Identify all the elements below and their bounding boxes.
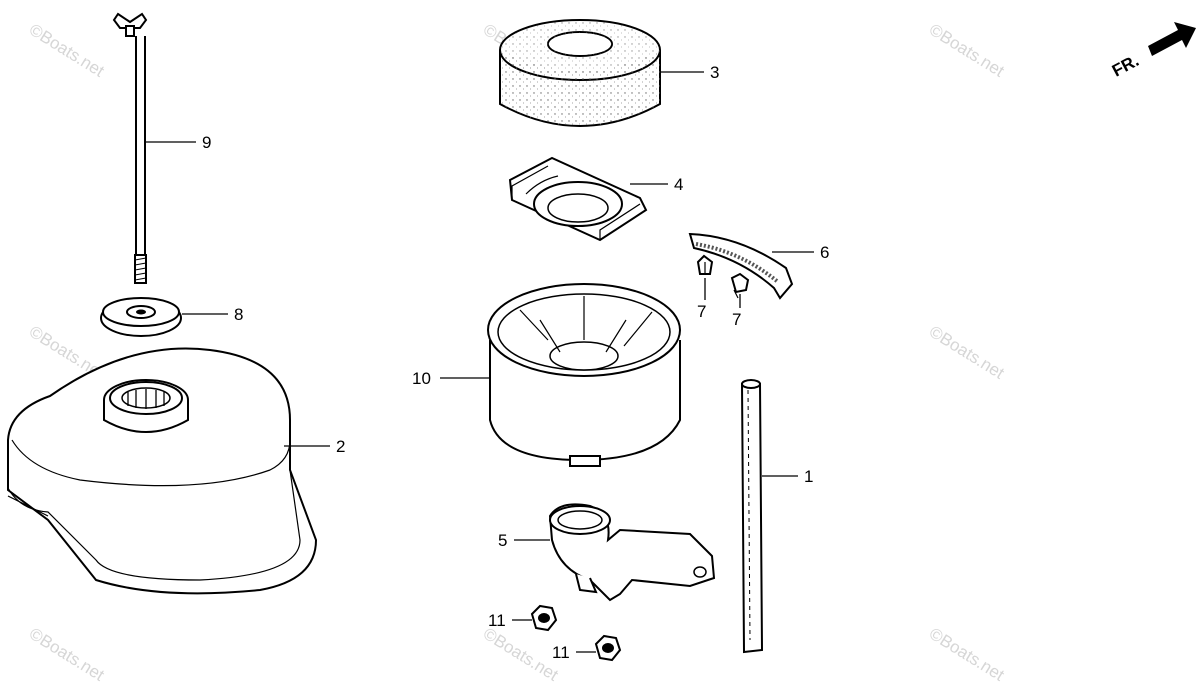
callout-8: 8 — [234, 305, 243, 324]
direction-label: FR. — [1109, 51, 1142, 81]
diagram-svg: FR. — [7, 12, 1196, 662]
air-cleaner-cover — [7, 347, 318, 595]
callout-3: 3 — [710, 63, 719, 82]
seal-washer — [100, 297, 182, 337]
elbow-joint — [548, 503, 716, 602]
screw — [696, 254, 714, 275]
callout-7: 7 — [732, 310, 741, 329]
callout-5: 5 — [498, 531, 507, 550]
screw — [730, 272, 750, 299]
callout-9: 9 — [202, 133, 211, 152]
leader-lines — [146, 71, 814, 653]
callout-labels: 3 4 6 7 7 9 8 2 10 1 5 11 11 — [202, 63, 829, 662]
callout-4: 4 — [674, 175, 683, 194]
flange-nut — [530, 604, 558, 632]
element-grid-plate — [508, 156, 648, 242]
callout-2: 2 — [336, 437, 345, 456]
callout-11: 11 — [552, 643, 570, 662]
foam-filter-element — [499, 19, 661, 127]
flange-nut — [594, 634, 622, 662]
parts-diagram: ©Boats.net ©Boats.net ©Boats.net ©Boats.… — [7, 12, 1196, 685]
air-cleaner-case — [487, 283, 681, 467]
wing-bolt-rod — [112, 12, 148, 284]
breather-tube — [740, 379, 764, 654]
callout-6: 6 — [820, 243, 829, 262]
callout-7: 7 — [697, 302, 706, 321]
callout-1: 1 — [804, 467, 813, 486]
callout-10: 10 — [412, 369, 431, 388]
callout-11: 11 — [488, 611, 506, 630]
front-direction-arrow-icon: FR. — [1109, 22, 1196, 81]
bracket — [688, 232, 794, 300]
